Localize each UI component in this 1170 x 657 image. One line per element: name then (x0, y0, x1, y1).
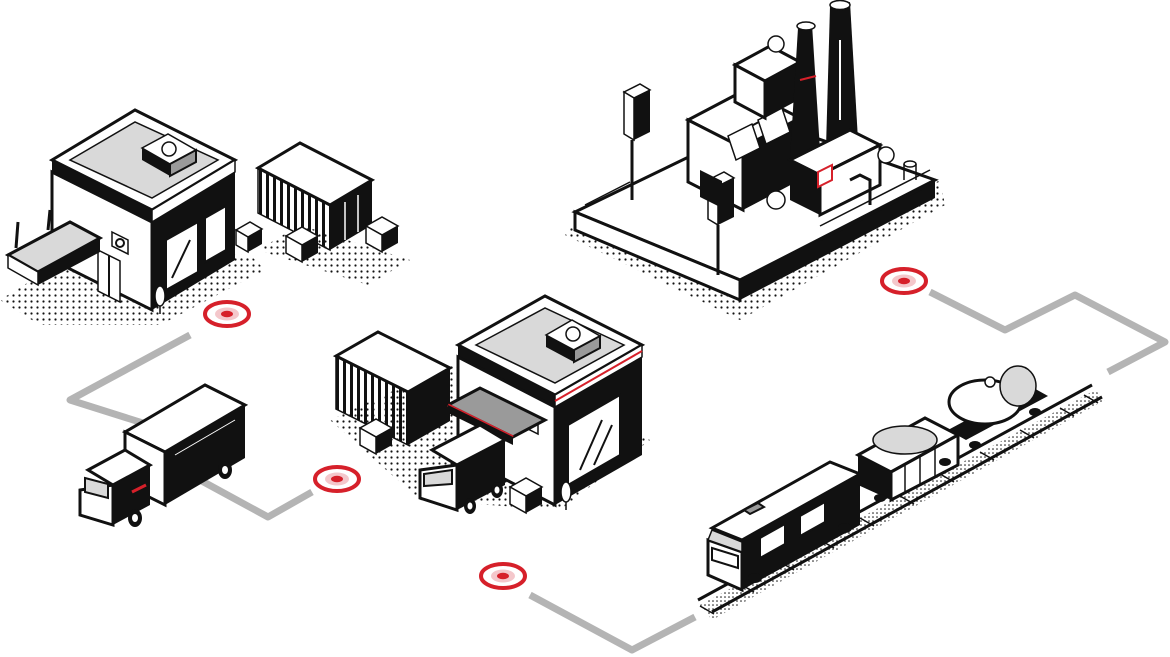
route-lines (66, 288, 1169, 654)
route-factory-to-train (928, 288, 1169, 376)
location-markers (203, 267, 928, 590)
freight-train (697, 365, 1105, 620)
location-pin-icon[interactable] (880, 267, 928, 295)
route-store-to-truck (66, 331, 192, 434)
delivery-van (418, 423, 509, 514)
location-pin-icon[interactable] (203, 300, 251, 328)
route-truck-to-warehouse (198, 476, 314, 521)
delivery-truck (78, 383, 249, 528)
factory-plant (565, 0, 945, 320)
warehouse-store-building (0, 108, 265, 325)
shipping-container (254, 141, 410, 285)
location-pin-icon[interactable] (313, 465, 361, 493)
route-warehouse-to-train (528, 591, 697, 654)
location-pin-icon[interactable] (479, 562, 527, 590)
